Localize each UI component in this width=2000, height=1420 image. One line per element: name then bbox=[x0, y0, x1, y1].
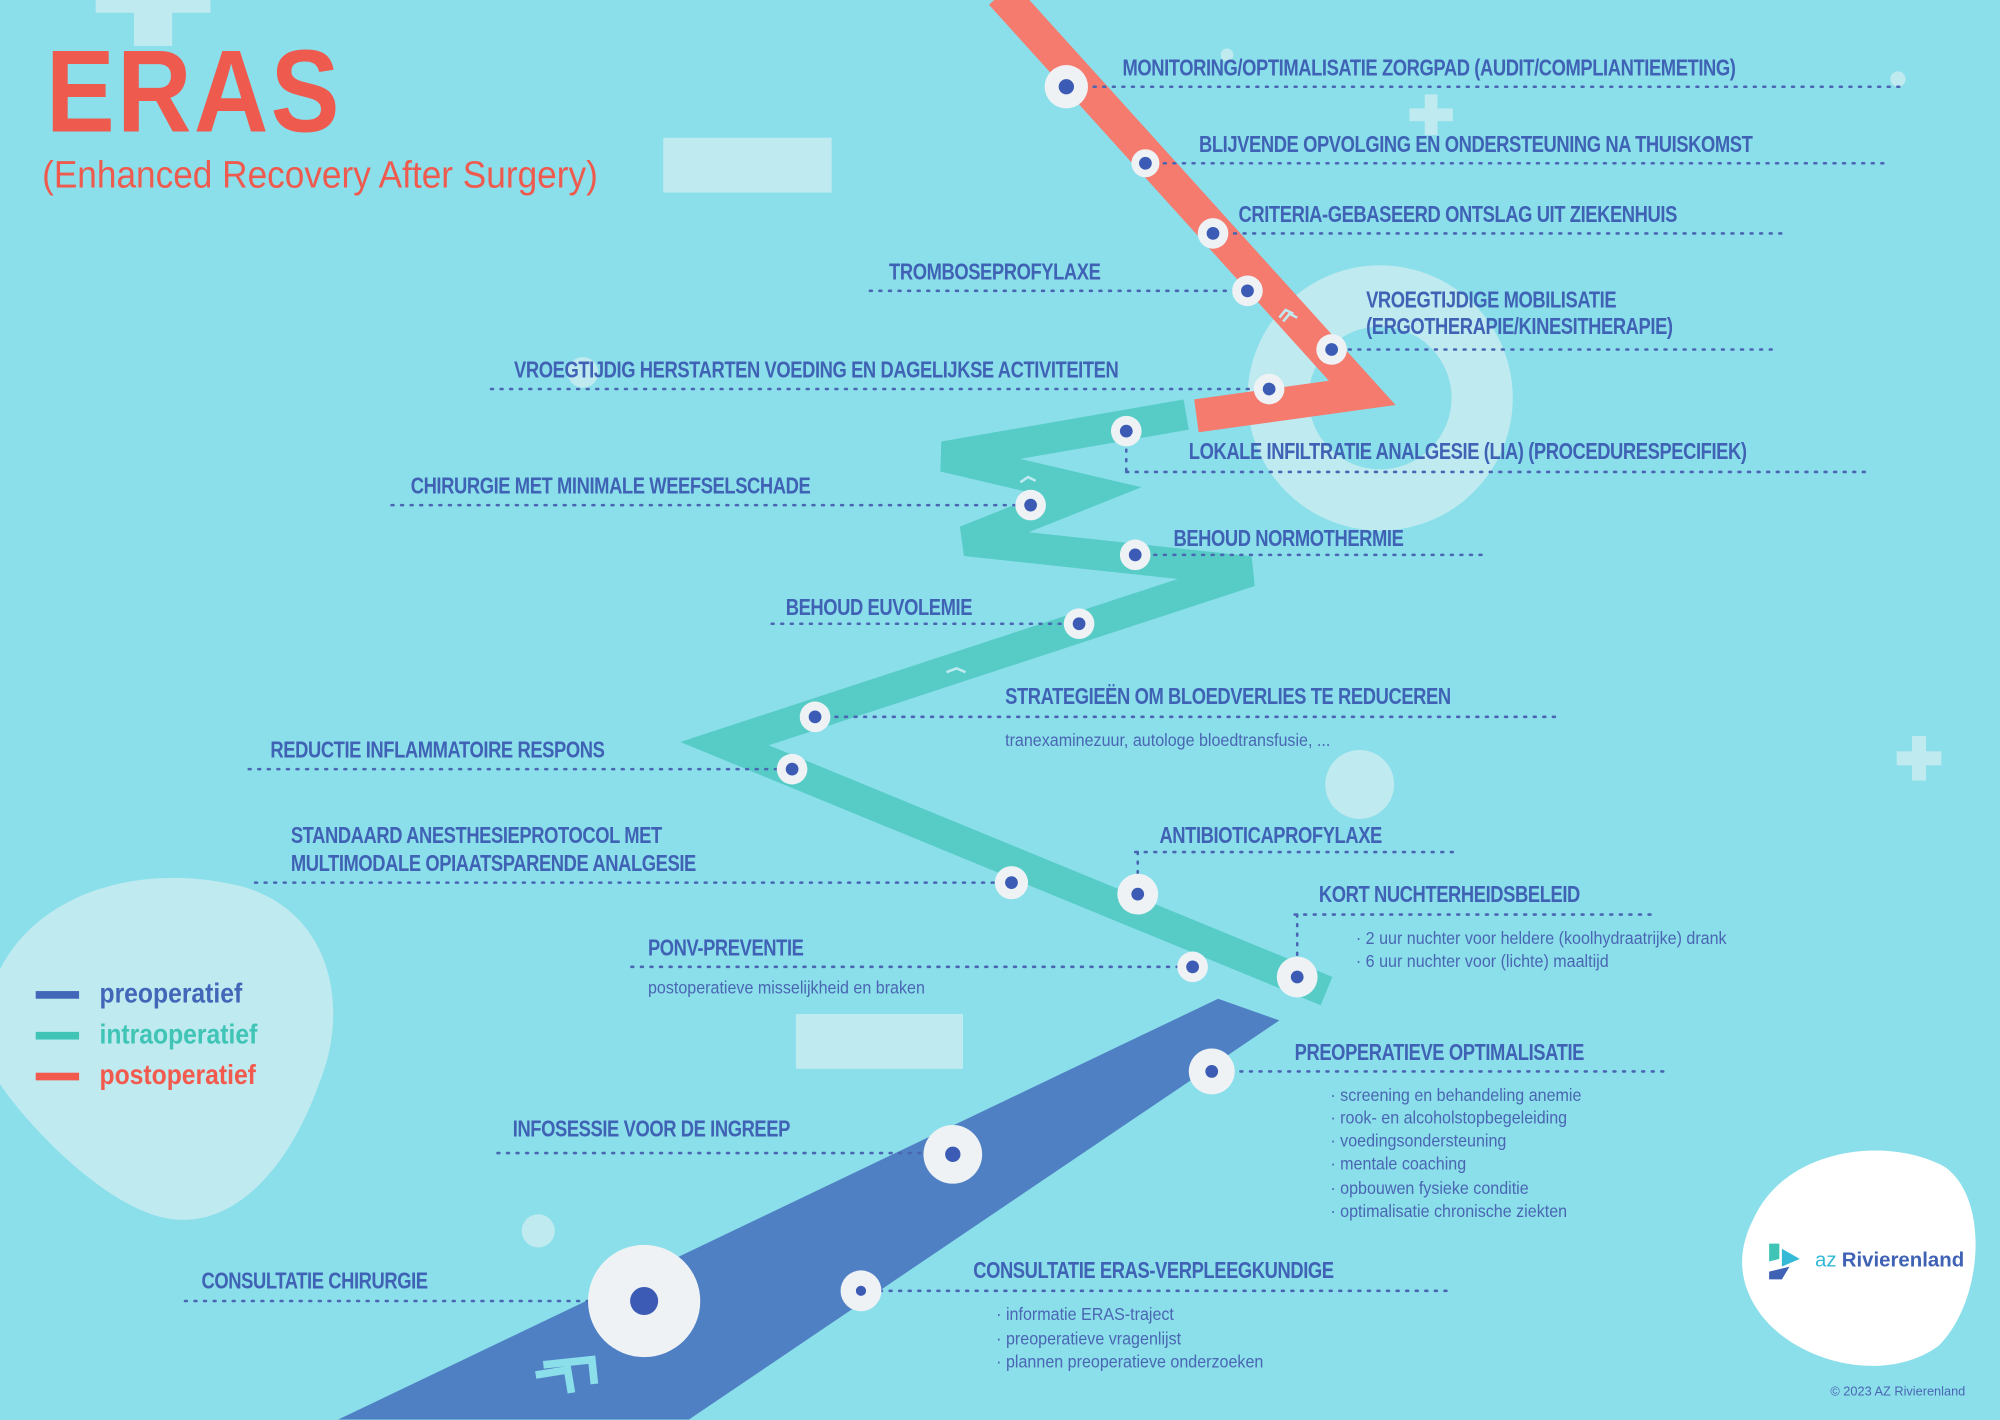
step-optimalisatie-detail: · optimalisatie chronische ziekten bbox=[1330, 1200, 1568, 1221]
step-antibiotica: ANTIBIOTICAPROFYLAXE bbox=[1159, 822, 1382, 849]
legend-swatch bbox=[35, 1072, 80, 1081]
copyright: © 2023 AZ Rivierenland bbox=[1830, 1385, 1966, 1400]
step-bloedverlies: STRATEGIEËN OM BLOEDVERLIES TE REDUCEREN bbox=[1005, 683, 1451, 710]
postoperative-path bbox=[988, 0, 1396, 433]
step-nuchter-detail: · 2 uur nuchter voor heldere (koolhydraa… bbox=[1355, 927, 1727, 948]
milestone-dot bbox=[945, 1146, 961, 1162]
milestone-dot bbox=[1131, 887, 1145, 901]
milestone-dot bbox=[1290, 970, 1304, 984]
step-consult-eras: CONSULTATIE ERAS-VERPLEEGKUNDIGE bbox=[973, 1257, 1334, 1284]
step-consult-chirurgie: CONSULTATIE CHIRURGIE bbox=[201, 1267, 429, 1294]
milestone-dot bbox=[1262, 382, 1276, 396]
step-mobilisatie-2: (ERGOTHERAPIE/KINESITHERAPIE) bbox=[1366, 313, 1673, 340]
legend-swatch bbox=[35, 991, 80, 999]
step-bloedverlies-detail: tranexaminezuur, autologe bloedtransfusi… bbox=[1005, 729, 1331, 750]
step-voeding: VROEGTIJDIG HERSTARTEN VOEDING EN DAGELI… bbox=[514, 357, 1119, 383]
milestone-dot bbox=[1119, 424, 1133, 438]
step-optimalisatie-detail: · screening en behandeling anemie bbox=[1330, 1084, 1582, 1105]
intraoperative-path bbox=[680, 399, 1333, 1006]
az-rivierenland-logo: az Rivierenland bbox=[1767, 1241, 1965, 1282]
step-anesthesie-1: STANDAARD ANESTHESIEPROTOCOL MET bbox=[290, 822, 662, 849]
step-optimalisatie-detail: · rook- en alcoholstopbegeleiding bbox=[1330, 1107, 1568, 1128]
milestone-dot bbox=[785, 762, 799, 776]
chevron-icon bbox=[535, 1355, 599, 1394]
step-chirurgie: CHIRURGIE MET MINIMALE WEEFSELSCHADE bbox=[410, 473, 811, 499]
step-consult-eras-detail: · plannen preoperatieve onderzoeken bbox=[996, 1350, 1264, 1372]
milestone-dot bbox=[1058, 79, 1074, 95]
milestone-dot bbox=[1005, 876, 1018, 890]
decorations bbox=[0, 0, 1942, 1248]
milestone-dot bbox=[630, 1286, 659, 1316]
legend-label: preoperatief bbox=[99, 977, 243, 1009]
step-nuchter: KORT NUCHTERHEIDSBELEID bbox=[1318, 881, 1580, 907]
milestone-dot bbox=[1072, 617, 1086, 631]
step-euvolemie: BEHOUD EUVOLEMIE bbox=[785, 594, 973, 620]
step-optimalisatie-detail: · mentale coaching bbox=[1330, 1153, 1467, 1174]
step-ponv-detail: postoperatieve misselijkheid en braken bbox=[647, 977, 925, 998]
preoperative-path bbox=[338, 998, 1280, 1420]
step-trombose: TROMBOSEPROFYLAXE bbox=[889, 258, 1101, 285]
milestone-dot bbox=[808, 710, 822, 724]
legend-label: intraoperatief bbox=[99, 1017, 258, 1050]
chevron-icon bbox=[945, 308, 1298, 674]
step-ontslag: CRITERIA-GEBASEERD ONTSLAG UIT ZIEKENHUI… bbox=[1238, 201, 1678, 228]
logo-name: Rivierenland bbox=[1841, 1249, 1965, 1272]
step-normothermie: BEHOUD NORMOTHERMIE bbox=[1173, 525, 1404, 552]
milestone-dot bbox=[1205, 1065, 1219, 1078]
page-title: ERAS bbox=[45, 26, 342, 157]
logo-blob bbox=[1742, 1150, 1976, 1366]
step-optimalisatie-detail: · opbouwen fysieke conditie bbox=[1330, 1177, 1529, 1198]
milestone-dot bbox=[1206, 227, 1220, 240]
legend-swatch bbox=[35, 1031, 80, 1040]
step-inflammatoir: REDUCTIE INFLAMMATOIRE RESPONS bbox=[270, 737, 605, 763]
milestone-dot bbox=[1325, 343, 1339, 356]
step-mobilisatie-1: VROEGTIJDIGE MOBILISATIE bbox=[1366, 286, 1617, 313]
step-monitoring: MONITORING/OPTIMALISATIE ZORGPAD (AUDIT/… bbox=[1122, 54, 1736, 81]
step-lia: LOKALE INFILTRATIE ANALGESIE (LIA) (PROC… bbox=[1188, 438, 1747, 465]
logo-prefix: az bbox=[1815, 1249, 1837, 1272]
logo-mark-icon bbox=[1769, 1243, 1800, 1280]
decor-rect bbox=[795, 1014, 964, 1069]
milestone-dot bbox=[855, 1285, 867, 1296]
step-nuchter-detail: · 6 uur nuchter voor (lichte) maaltijd bbox=[1355, 950, 1609, 971]
step-consult-eras-detail: · informatie ERAS-traject bbox=[996, 1303, 1174, 1324]
step-opvolging: BLIJVENDE OPVOLGING EN ONDERSTEUNING NA … bbox=[1198, 131, 1753, 157]
legend-label: postoperatief bbox=[99, 1058, 256, 1091]
milestone-dot bbox=[1024, 498, 1037, 512]
step-anesthesie-2: MULTIMODALE OPIAATSPARENDE ANALGESIE bbox=[290, 850, 696, 877]
step-consult-eras-detail: · preoperatieve vragenlijst bbox=[996, 1327, 1182, 1349]
leader-lines bbox=[183, 85, 1902, 1303]
step-infosessie: INFOSESSIE VOOR DE INGREEP bbox=[512, 1116, 791, 1142]
milestone-dot bbox=[1241, 284, 1254, 298]
page-subtitle: (Enhanced Recovery After Surgery) bbox=[42, 154, 598, 197]
milestone-dot bbox=[1128, 548, 1142, 562]
step-ponv: PONV-PREVENTIE bbox=[647, 934, 804, 961]
milestone-dot bbox=[1139, 156, 1152, 170]
step-optimalisatie-detail: · voedingsondersteuning bbox=[1330, 1130, 1507, 1151]
milestone-dots bbox=[588, 65, 1347, 1358]
decor-rect bbox=[663, 137, 832, 193]
step-optimalisatie: PREOPERATIEVE OPTIMALISATIE bbox=[1294, 1039, 1585, 1066]
legend-blob bbox=[0, 877, 334, 1220]
milestone-dot bbox=[1186, 960, 1199, 974]
